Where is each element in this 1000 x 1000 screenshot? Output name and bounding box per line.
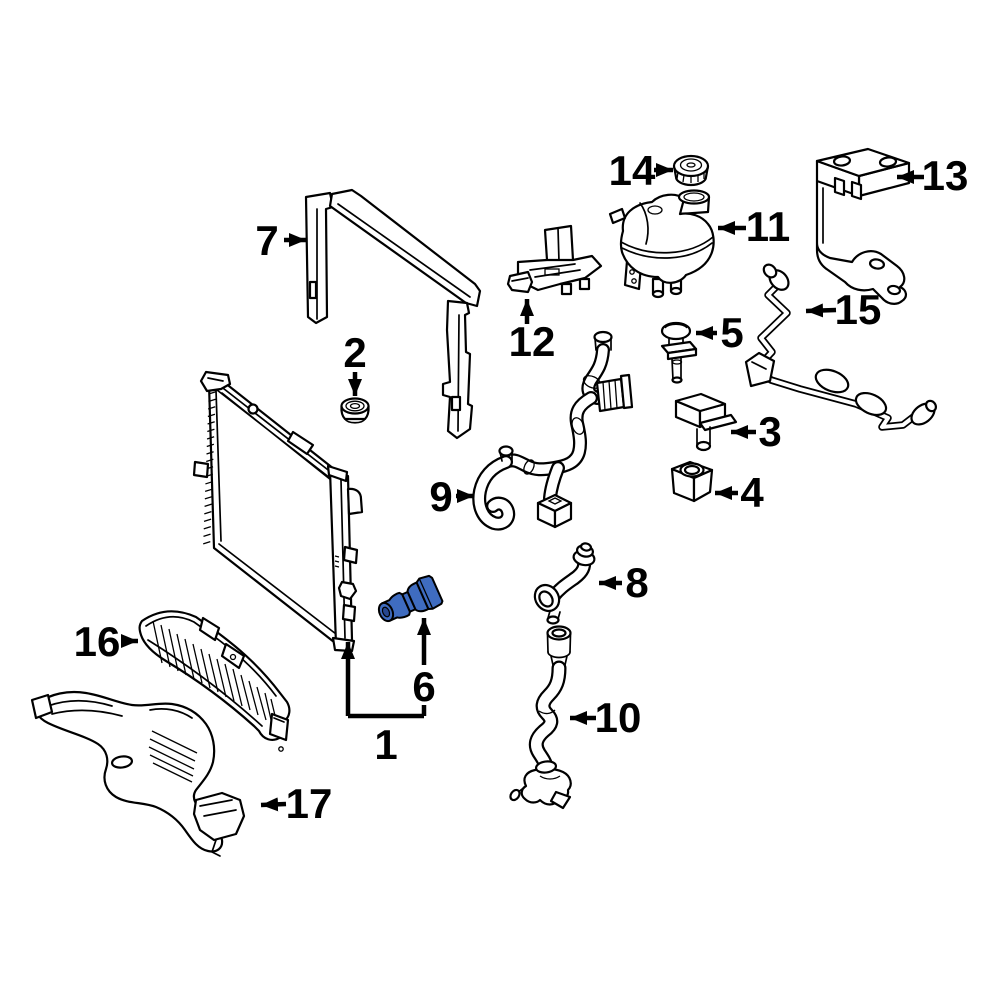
part-hose-assembly [472, 330, 634, 531]
part-retainer-pin [660, 321, 698, 384]
part-number-1: 1 [374, 721, 397, 768]
part-sensor-bracket [674, 392, 738, 452]
callout-12: 12 [509, 299, 556, 365]
part-number-3: 3 [758, 408, 781, 455]
part-expansion-tank [608, 189, 715, 299]
callout-17: 17 [260, 780, 333, 827]
part-rubber-mount [670, 460, 714, 503]
part-number-8: 8 [625, 559, 648, 606]
part-number-2: 2 [343, 329, 366, 376]
callout-15: 15 [805, 286, 882, 333]
part-hose-elbow [533, 542, 596, 625]
callout-5: 5 [696, 309, 744, 356]
part-upper-baffle [304, 188, 482, 440]
part-drain-plug-highlighted [377, 574, 444, 623]
part-reservoir-cap [672, 154, 710, 187]
part-grommet [340, 397, 370, 424]
callout-16: 16 [74, 618, 138, 665]
part-vent-hose [509, 625, 572, 810]
part-number-16: 16 [74, 618, 121, 665]
callout-3: 3 [731, 408, 782, 455]
part-air-duct [30, 690, 246, 857]
part-number-14: 14 [609, 147, 656, 194]
part-number-17: 17 [286, 780, 333, 827]
callout-13: 13 [897, 152, 968, 199]
callout-2: 2 [343, 329, 367, 396]
callout-6: 6 [412, 618, 436, 716]
callout-9: 9 [429, 473, 474, 520]
part-number-4: 4 [740, 469, 764, 516]
part-number-13: 13 [922, 152, 969, 199]
part-number-12: 12 [509, 318, 556, 365]
part-mount-bracket [506, 224, 603, 296]
callout-1: 1 [341, 642, 424, 768]
callout-11: 11 [718, 203, 790, 250]
callout-10: 10 [570, 694, 641, 741]
part-number-10: 10 [595, 694, 642, 741]
part-number-15: 15 [835, 286, 882, 333]
part-number-7: 7 [255, 217, 278, 264]
part-coolant-pipe [744, 263, 938, 431]
part-radiator [192, 370, 364, 653]
part-number-11: 11 [746, 203, 790, 250]
callout-8: 8 [599, 559, 649, 606]
part-number-9: 9 [429, 473, 452, 520]
callout-14: 14 [609, 147, 673, 194]
part-grille-baffle [138, 610, 291, 752]
callout-7: 7 [255, 217, 306, 264]
callout-4: 4 [715, 469, 764, 516]
part-number-5: 5 [720, 309, 743, 356]
part-reservoir-bracket [815, 147, 911, 305]
part-number-6: 6 [412, 663, 435, 710]
